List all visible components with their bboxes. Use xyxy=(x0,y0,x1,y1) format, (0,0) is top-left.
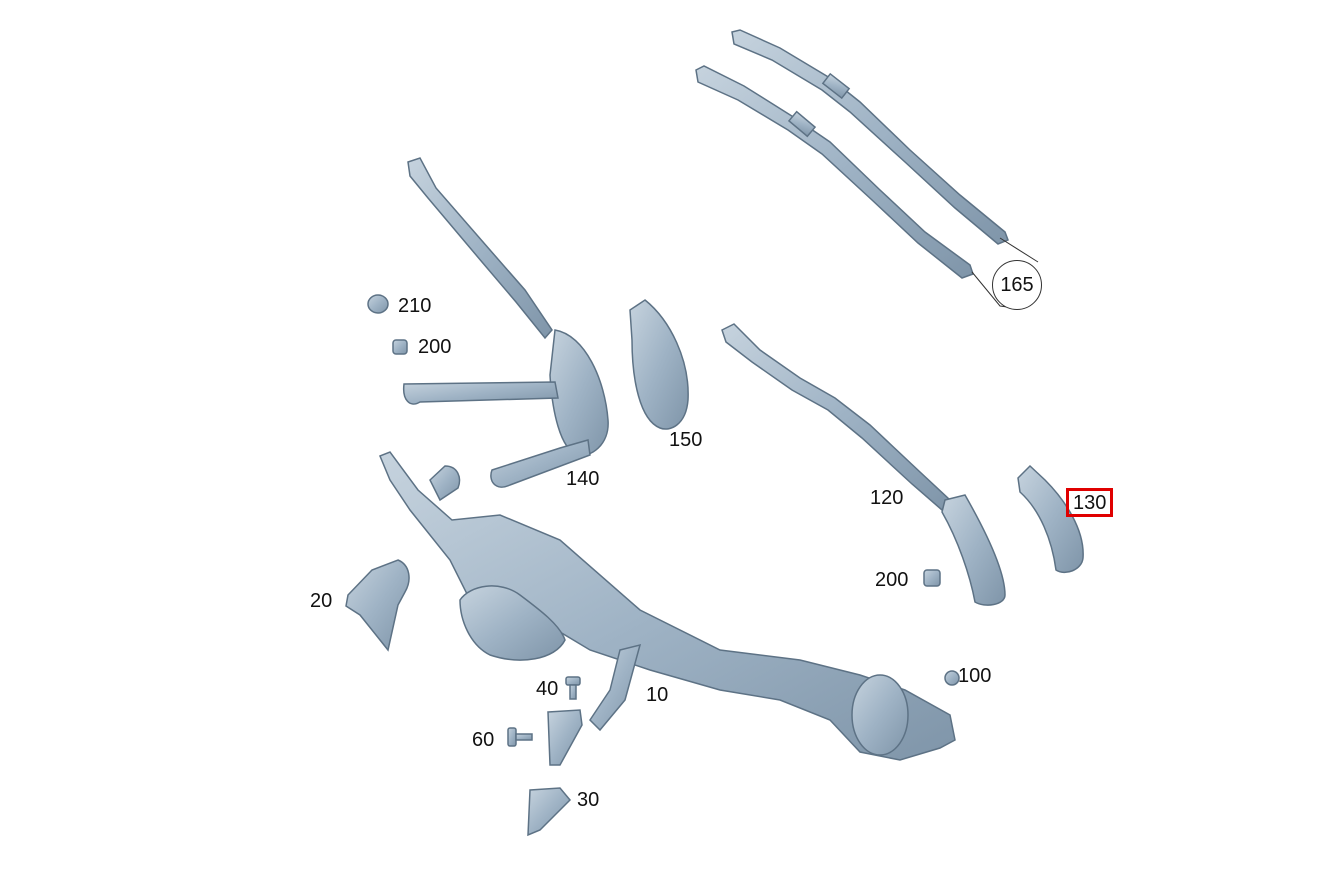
label-130[interactable]: 130 xyxy=(1066,488,1114,517)
wiper-arm-140[interactable] xyxy=(402,157,609,488)
nut-100[interactable] xyxy=(944,670,960,686)
label-100[interactable]: 100 xyxy=(958,665,992,687)
label-200-lower[interactable]: 200 xyxy=(875,569,909,591)
wiper-cover-150[interactable] xyxy=(629,299,689,430)
label-20[interactable]: 20 xyxy=(310,590,333,612)
label-10[interactable]: 10 xyxy=(646,684,669,706)
wiper-linkage-10[interactable] xyxy=(379,451,956,766)
label-150[interactable]: 150 xyxy=(669,429,703,451)
wiper-blade-upper[interactable] xyxy=(731,29,1009,245)
wiper-cover-130[interactable] xyxy=(1017,464,1084,574)
label-165[interactable]: 165 xyxy=(992,260,1042,310)
wiper-arm-120[interactable] xyxy=(721,323,1006,606)
label-30[interactable]: 30 xyxy=(577,789,600,811)
bracket-20[interactable] xyxy=(345,559,410,652)
nut-200-lower[interactable] xyxy=(923,569,941,587)
bolt-40[interactable] xyxy=(565,676,581,700)
nut-200-upper[interactable] xyxy=(392,339,408,355)
bolt-60[interactable] xyxy=(507,727,533,747)
label-40[interactable]: 40 xyxy=(536,678,559,700)
label-60[interactable]: 60 xyxy=(472,729,495,751)
label-120[interactable]: 120 xyxy=(870,487,904,509)
label-140[interactable]: 140 xyxy=(566,468,600,490)
bracket-30[interactable] xyxy=(527,787,572,837)
label-210[interactable]: 210 xyxy=(398,295,432,317)
label-200-upper[interactable]: 200 xyxy=(418,336,452,358)
cap-210[interactable] xyxy=(367,294,389,314)
